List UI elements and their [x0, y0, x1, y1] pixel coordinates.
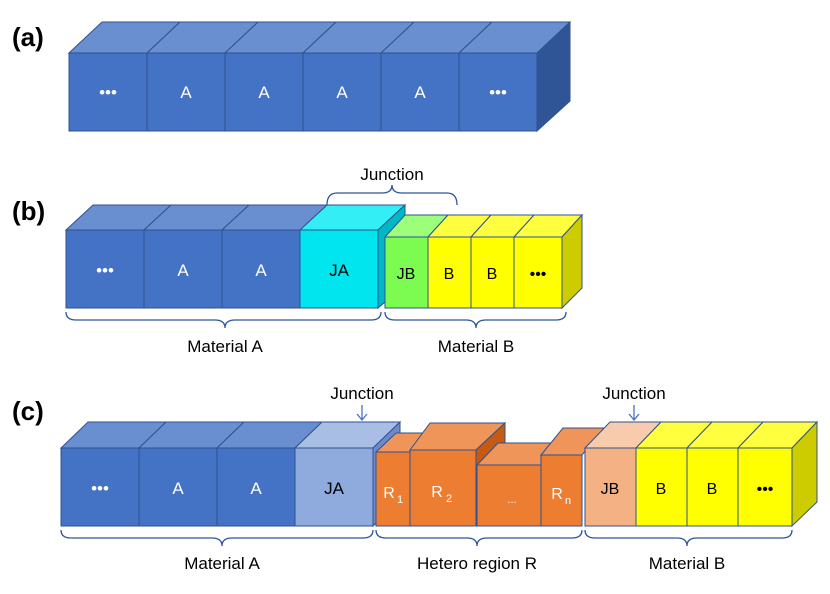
material-a-label-b: Material A	[187, 337, 263, 356]
junction-right-label-c: Junction	[602, 384, 665, 403]
junction-brace-b	[326, 184, 458, 206]
cell-b-b-3	[513, 236, 563, 309]
panel-c-hetero-region	[374, 421, 606, 527]
panel-b-top-faces-b	[383, 214, 584, 238]
cell-b-b-3-label: •••	[530, 266, 547, 283]
cell-a-2-label: A	[180, 83, 192, 102]
cell-c-a-3	[216, 447, 296, 527]
cell-c-b-2-label: B	[707, 481, 718, 498]
panel-a-top-faces	[67, 21, 572, 54]
cell-a-6-label: •••	[489, 83, 507, 102]
panel-b: (b) Junction ••• A A JA	[12, 165, 584, 356]
cell-b-b-1-label: B	[444, 266, 455, 283]
cell-b-a-3-label: A	[255, 261, 267, 280]
cell-b-a-1-label: •••	[96, 261, 114, 280]
junction-left-label-c: Junction	[330, 384, 393, 403]
cell-a-3-label: A	[258, 83, 270, 102]
cell-b-a-2-label: A	[177, 261, 189, 280]
cell-c-b-1-label: B	[656, 481, 667, 498]
cell-b-jb-label: JB	[397, 266, 416, 283]
panel-c-label: (c)	[12, 396, 44, 426]
cell-a-4-label: A	[336, 83, 348, 102]
cell-a-6	[458, 52, 538, 132]
cell-c-b-1	[635, 447, 688, 527]
cell-c-r2	[409, 449, 477, 527]
cell-c-rn-sub: n	[565, 495, 571, 507]
cell-a-2	[146, 52, 226, 132]
cell-a-4	[302, 52, 382, 132]
panel-c-top-faces-b	[583, 421, 819, 449]
material-b-brace-c	[584, 529, 793, 547]
cell-c-ja	[294, 447, 374, 527]
hetero-label-c: Hetero region R	[417, 554, 537, 573]
cell-c-r1-label: R	[383, 485, 395, 502]
cell-b-ja-label: JA	[329, 261, 350, 280]
cell-c-b-2	[686, 447, 739, 527]
hetero-brace-c	[375, 529, 583, 547]
cell-c-r2-sub: 2	[446, 493, 452, 505]
cell-c-ja-label: JA	[324, 479, 345, 498]
cell-c-r1-sub: 1	[397, 494, 403, 506]
cell-a-3	[224, 52, 304, 132]
panel-c-front-faces-b	[584, 447, 793, 527]
panel-a: (a) ••• A A A A •••	[12, 20, 572, 133]
panel-c: (c) Junction Junction ••• A	[12, 384, 819, 573]
cell-c-b-3	[737, 447, 793, 527]
cell-c-jb-label: JB	[601, 481, 620, 498]
cell-a-1	[68, 52, 148, 132]
junction-right-arrow-c	[628, 405, 640, 422]
cell-c-b-3-label: •••	[757, 481, 774, 498]
panel-b-front-faces-a	[65, 229, 379, 309]
cell-c-rdots	[476, 464, 542, 527]
cell-a-5	[380, 52, 460, 132]
material-a-brace-b	[65, 311, 382, 329]
material-a-brace-c	[60, 529, 374, 547]
cell-b-ja	[299, 229, 379, 309]
cell-b-b-2-label: B	[487, 266, 498, 283]
panel-b-top-faces-a	[64, 204, 407, 231]
panel-c-front-faces-a	[60, 447, 374, 527]
junction-left-arrow-c	[356, 405, 368, 422]
material-b-brace-b	[384, 311, 567, 329]
panel-a-label: (a)	[12, 22, 44, 52]
cell-b-b-2	[470, 236, 515, 309]
panel-b-label: (b)	[12, 196, 45, 226]
cell-c-a-1	[60, 447, 140, 527]
cell-a-1-label: •••	[99, 83, 117, 102]
cell-c-r2-label: R	[431, 484, 443, 501]
cell-b-jb	[384, 236, 429, 309]
material-a-label-c: Material A	[184, 554, 260, 573]
cell-c-rdots-label: ...	[507, 494, 516, 506]
cell-a-5-label: A	[414, 83, 426, 102]
cell-c-a-2-label: A	[172, 479, 184, 498]
panel-a-front-faces	[68, 52, 538, 132]
panel-c-top-faces-a	[59, 421, 402, 449]
cell-b-a-1	[65, 229, 145, 309]
material-b-label-b: Material B	[438, 337, 515, 356]
cell-b-b-1	[427, 236, 472, 309]
cell-c-a-3-label: A	[250, 479, 262, 498]
cell-b-a-2	[143, 229, 223, 309]
cell-c-rn	[540, 454, 583, 527]
cell-c-a-1-label: •••	[91, 479, 109, 498]
cell-c-r1	[375, 451, 411, 527]
panel-b-front-faces-b	[384, 236, 563, 309]
material-b-label-c: Material B	[649, 554, 726, 573]
junction-label-b: Junction	[360, 165, 423, 184]
cell-c-rn-label: R	[551, 486, 563, 503]
